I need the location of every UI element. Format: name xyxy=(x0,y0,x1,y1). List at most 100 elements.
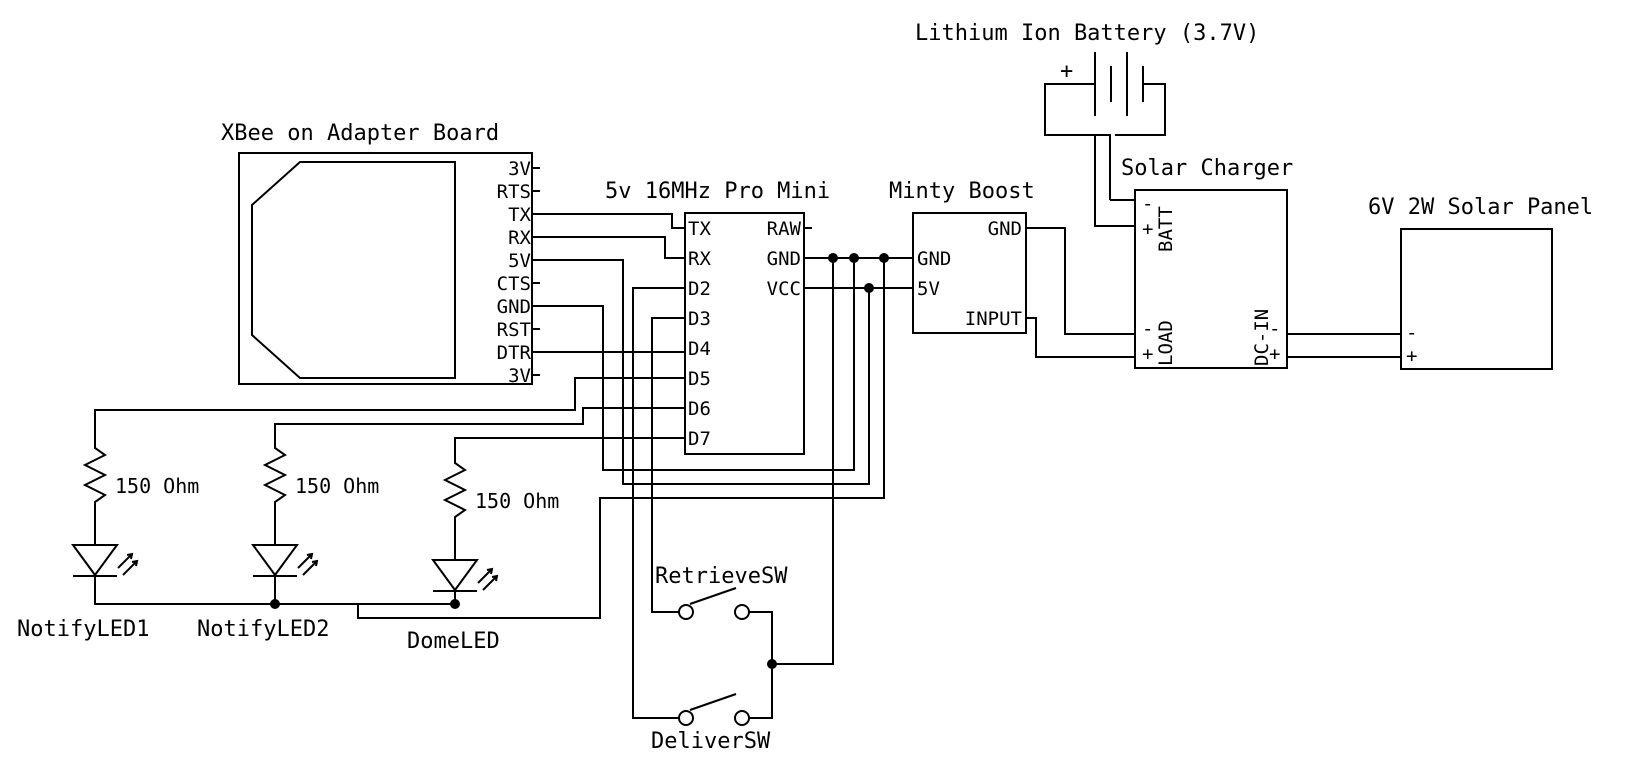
minty-pin-gnd-left: GND xyxy=(917,248,951,270)
minty-pin-5v: 5V xyxy=(917,278,940,300)
pro-mini-outline xyxy=(684,212,805,455)
pro-mini-pin-raw: RAW xyxy=(767,218,802,240)
pro-mini-pin-gnd: GND xyxy=(767,248,801,270)
xbee-pin-rst: RST xyxy=(497,319,531,341)
xbee-pin-cts: CTS xyxy=(497,273,531,295)
pro-mini-pin-rx: RX xyxy=(688,248,711,270)
retrieve-switch-label: RetrieveSW xyxy=(655,564,788,589)
solar-panel-title: 6V 2W Solar Panel xyxy=(1368,195,1593,220)
xbee-pin-tx: TX xyxy=(508,204,531,226)
battery-title: Lithium Ion Battery (3.7V) xyxy=(915,21,1259,46)
pro-mini-pin-d3: D3 xyxy=(688,308,711,330)
notify-led-1-label: NotifyLED1 xyxy=(17,617,149,642)
wire-gnd-switches xyxy=(772,258,834,665)
charger-load-minus: - xyxy=(1142,318,1153,340)
charger-load-plus: + xyxy=(1142,343,1153,365)
led-symbol xyxy=(251,544,299,577)
minty-pin-gnd-right: GND xyxy=(988,218,1022,240)
led-symbol xyxy=(431,559,479,592)
xbee-pin-3v-2: 3V xyxy=(508,365,531,387)
deliver-switch-label: DeliverSW xyxy=(651,729,771,754)
pro-mini-pin-vcc: VCC xyxy=(767,278,801,300)
xbee-adapter: XBee on Adapter Board 3V RTS TX RX 5V CT… xyxy=(221,121,540,387)
wire-rx xyxy=(532,236,685,259)
battery-wire-plus xyxy=(1044,83,1111,200)
charger-dcin-plus: + xyxy=(1269,343,1280,365)
notify-led-1: NotifyLED1 xyxy=(17,544,149,642)
battery-plus-sign: + xyxy=(1060,59,1073,84)
junction-dot xyxy=(864,283,874,293)
xbee-pin-gnd: GND xyxy=(497,296,531,318)
charger-load-label: LOAD xyxy=(1155,320,1177,366)
xbee-pin-rts: RTS xyxy=(497,181,531,203)
resistor-zigzag xyxy=(262,440,288,545)
wire-minty-input-load xyxy=(1026,317,1135,358)
resistor-1: 150 Ohm xyxy=(82,440,199,545)
solar-charger-outline xyxy=(1134,189,1288,369)
switch-lever xyxy=(689,693,737,711)
switch-return-wire xyxy=(749,611,773,719)
solar-panel-minus: - xyxy=(1406,322,1417,344)
led-symbol xyxy=(71,544,119,577)
junction-dots xyxy=(270,253,889,669)
resistor-zigzag xyxy=(442,455,468,560)
xbee-pin-3v: 3V xyxy=(508,158,531,180)
charger-batt-minus: - xyxy=(1142,193,1153,215)
minty-boost-title: Minty Boost xyxy=(889,179,1035,204)
xbee-pin-rx: RX xyxy=(508,227,531,249)
resistor-1-label: 150 Ohm xyxy=(115,474,199,498)
wiring xyxy=(94,135,1401,719)
pro-mini-right-pins: RAW GND VCC xyxy=(767,218,802,300)
xbee-title: XBee on Adapter Board xyxy=(221,121,499,146)
charger-batt-plus: + xyxy=(1142,218,1153,240)
dome-led-label: DomeLED xyxy=(407,629,500,654)
solar-panel-plus: + xyxy=(1406,345,1417,367)
led-light-arrows-icon xyxy=(297,552,319,576)
led-light-arrows-icon xyxy=(117,552,139,576)
pro-mini-pin-tx: TX xyxy=(688,218,711,240)
xbee-module-outline xyxy=(251,161,456,379)
xbee-pin-5v: 5V xyxy=(508,250,531,272)
junction-dot xyxy=(879,253,889,263)
switch-lever xyxy=(689,587,737,605)
wire-gnd-leds xyxy=(94,258,885,619)
switch-contact xyxy=(734,604,750,620)
xbee-pin-labels: 3V RTS TX RX 5V CTS GND RST DTR 3V xyxy=(497,158,532,387)
switch-contact xyxy=(678,710,694,726)
solar-panel-outline xyxy=(1400,228,1553,370)
xbee-pin-stubs xyxy=(532,167,540,376)
wire-minty-gnd-load xyxy=(1026,227,1135,335)
charger-batt-label: BATT xyxy=(1155,206,1177,252)
notify-led-2-label: NotifyLED2 xyxy=(197,617,329,642)
retrieve-switch: RetrieveSW xyxy=(655,564,788,719)
battery-wire-minus xyxy=(1115,83,1166,136)
xbee-board-outline xyxy=(238,152,533,385)
deliver-switch: DeliverSW xyxy=(651,693,771,754)
resistor-2: 150 Ohm xyxy=(262,440,379,545)
dome-led: DomeLED xyxy=(407,559,500,654)
minty-boost: Minty Boost GND 5V GND INPUT xyxy=(889,179,1035,334)
solar-charger-title: Solar Charger xyxy=(1121,156,1293,181)
wire-d2-deliver xyxy=(632,287,685,719)
pro-mini-pin-d5: D5 xyxy=(688,368,711,390)
minty-boost-outline xyxy=(912,212,1027,334)
pro-mini-left-pins: TX RX D2 D3 D4 D5 D6 D7 xyxy=(688,218,711,450)
wire-xbee-5v xyxy=(532,259,870,485)
wire-d7-domeled xyxy=(454,437,685,455)
resistor-2-label: 150 Ohm xyxy=(295,474,379,498)
battery: Lithium Ion Battery (3.7V) + xyxy=(915,21,1259,200)
pro-mini: 5v 16MHz Pro Mini TX RX D2 D3 D4 D5 D6 D… xyxy=(605,179,830,455)
pro-mini-pin-d6: D6 xyxy=(688,398,711,420)
minty-pin-input: INPUT xyxy=(965,308,1022,330)
solar-panel: 6V 2W Solar Panel - + xyxy=(1368,195,1593,370)
switch-contact xyxy=(678,604,694,620)
pro-mini-title: 5v 16MHz Pro Mini xyxy=(605,179,830,204)
resistor-zigzag xyxy=(82,440,108,545)
wire-d6-led2 xyxy=(274,407,685,440)
notify-led-2: NotifyLED2 xyxy=(197,544,329,642)
pro-mini-pin-d7: D7 xyxy=(688,428,711,450)
xbee-pin-dtr: DTR xyxy=(497,342,532,364)
charger-dcin-minus: - xyxy=(1269,318,1280,340)
solar-charger: Solar Charger - + BATT - + LOAD DC-IN - … xyxy=(1121,156,1293,369)
